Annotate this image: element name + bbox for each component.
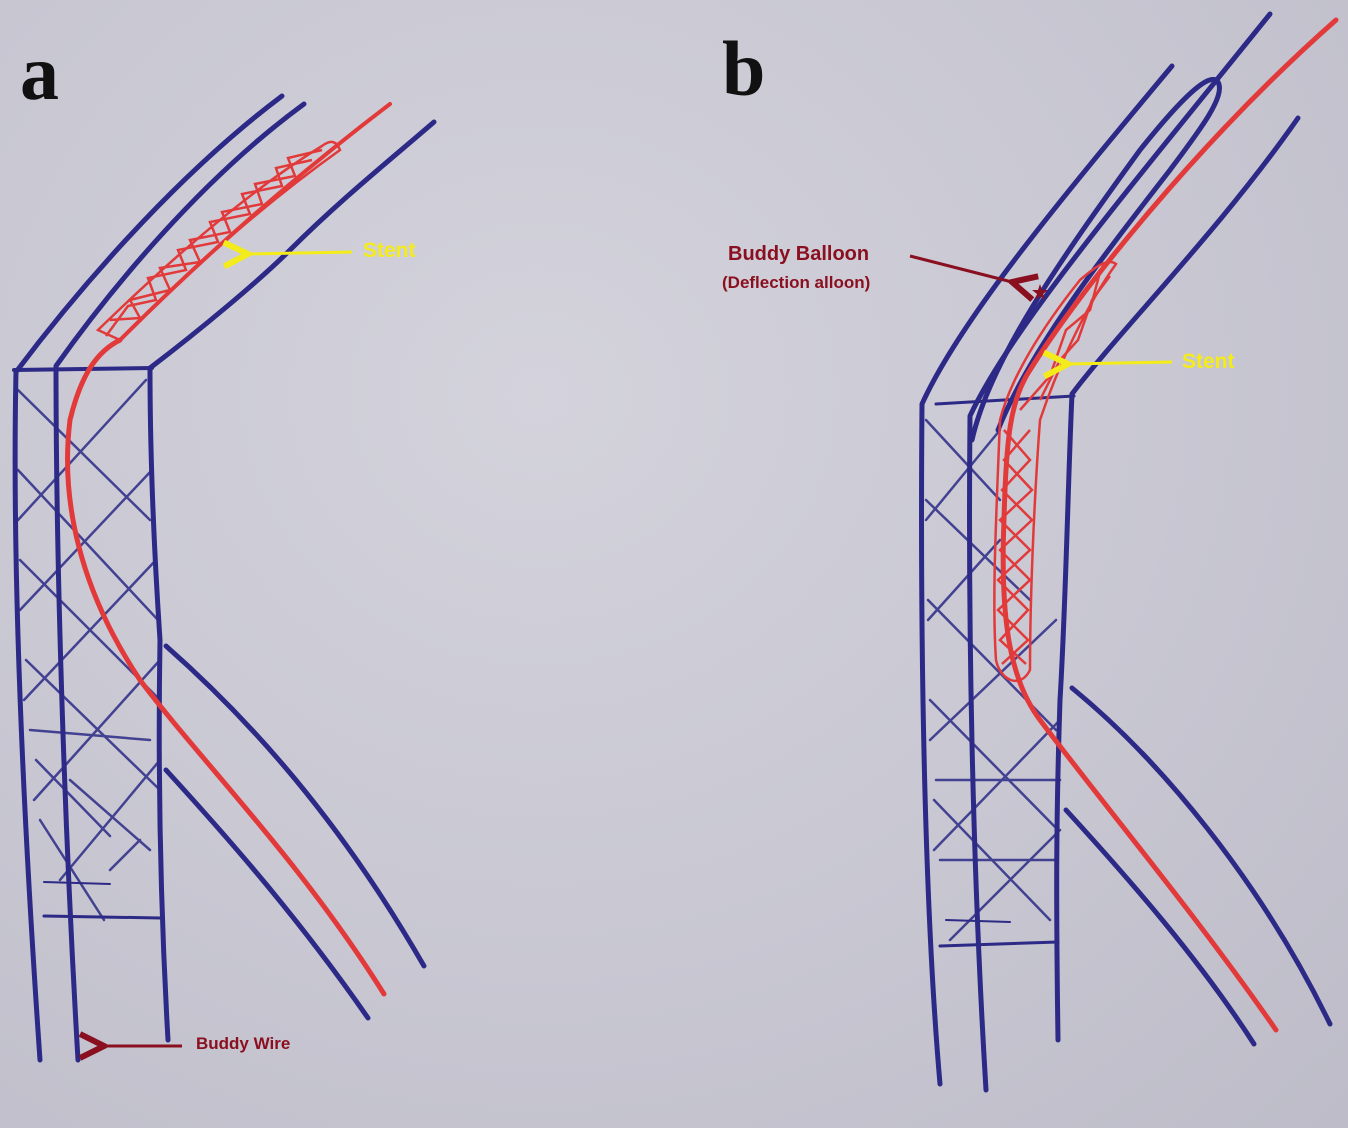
- stent-arrow-b: [1068, 362, 1173, 364]
- panel-b-stent: [993, 260, 1118, 682]
- panel-a-catheter-left-wall: [12, 93, 285, 1063]
- panel-a-buddy-wire: [53, 101, 307, 1063]
- panel-b-buddy-balloon: [969, 76, 1222, 443]
- panel-b-branch-inner: [1063, 807, 1257, 1047]
- panel-b-branch-outer: [1069, 685, 1333, 1027]
- panel-letter-a: a: [20, 29, 59, 116]
- panel-b-catheter-left-wall: [919, 63, 1175, 1087]
- buddy-balloon-label: Buddy Balloon: [728, 243, 870, 265]
- stent-label-b: Stent: [1182, 350, 1235, 373]
- panel-a-stent: [95, 140, 342, 342]
- panel-a-branch-outer: [163, 643, 427, 969]
- buddy-wire-label: Buddy Wire: [196, 1034, 291, 1053]
- buddy-balloon-star-marker: [1032, 284, 1048, 300]
- stent-label-a: Stent: [363, 239, 416, 262]
- deflection-balloon-label: (Deflection alloon): [722, 273, 871, 292]
- panel-b-guidewire: [1000, 17, 1339, 1033]
- stent-arrow-a: [248, 252, 353, 254]
- panel-a-branch-inner: [163, 767, 371, 1021]
- panel-b-buddy-wire: [967, 11, 1273, 1093]
- panel-b-catheter-right-wall: [1054, 115, 1301, 1043]
- panel-a-catheter-right-wall: [147, 119, 437, 1043]
- buddy-balloon-arrow: [909, 254, 1012, 282]
- panel-a-vessel: [12, 93, 437, 1063]
- panel-letter-b: b: [722, 25, 766, 112]
- panel-b-vessel: [919, 11, 1333, 1093]
